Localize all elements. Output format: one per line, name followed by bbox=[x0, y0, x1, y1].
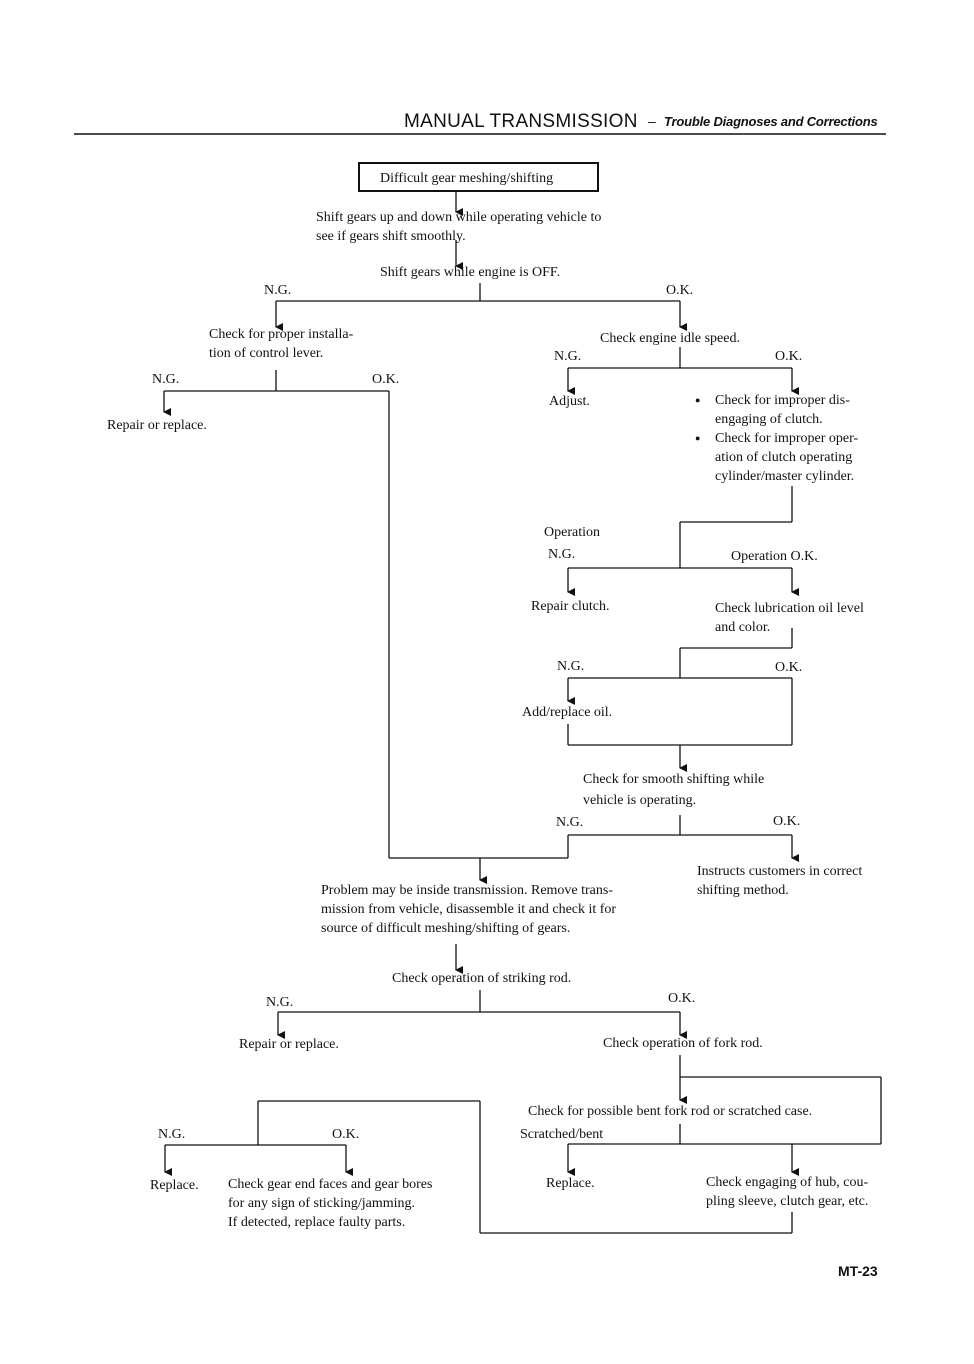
idle-speed-ng: N.G. bbox=[554, 349, 582, 364]
step-instruct-line2: shifting method. bbox=[697, 883, 789, 898]
striking-rod-ok: O.K. bbox=[668, 991, 696, 1006]
step-clutch-disengage-line1: Check for improper dis- bbox=[695, 391, 850, 410]
step-engaging-line2: pling sleeve, clutch gear, etc. bbox=[706, 1194, 869, 1209]
engine-off-ok: O.K. bbox=[666, 283, 694, 298]
bent-fork-scratched: Scratched/bent bbox=[520, 1127, 604, 1142]
step-problem-line3: source of difficult meshing/shifting of … bbox=[321, 921, 571, 936]
clutch-operation-ng: N.G. bbox=[548, 547, 576, 562]
step-clutch-operation-line2: ation of clutch operating bbox=[715, 450, 853, 465]
step-lube-line1: Check lubrication oil level bbox=[715, 601, 864, 616]
step-replace-left: Replace. bbox=[150, 1178, 199, 1193]
step-instruct-line1: Instructs customers in correct bbox=[697, 864, 863, 879]
step-gear-end-line2: for any sign of sticking/jamming. bbox=[228, 1196, 416, 1211]
smooth-shifting-ng: N.G. bbox=[556, 815, 584, 830]
step-repair-or-replace-1: Repair or replace. bbox=[107, 418, 207, 433]
striking-rod-ng: N.G. bbox=[266, 995, 294, 1010]
step-problem-line1: Problem may be inside transmission. Remo… bbox=[321, 883, 614, 898]
gear-check-ok: O.K. bbox=[332, 1127, 360, 1142]
idle-speed-ok: O.K. bbox=[775, 349, 803, 364]
step-repair-clutch: Repair clutch. bbox=[531, 599, 610, 614]
step-engaging-line1: Check engaging of hub, cou- bbox=[706, 1175, 869, 1190]
step-control-lever-line2: tion of control lever. bbox=[209, 346, 324, 361]
step-clutch-operation-line3: cylinder/master cylinder. bbox=[715, 469, 855, 484]
step-gear-end-line3: If detected, replace faulty parts. bbox=[228, 1215, 406, 1230]
lube-ok: O.K. bbox=[775, 660, 803, 675]
step-striking-rod: Check operation of striking rod. bbox=[392, 971, 572, 986]
step-fork-rod: Check operation of fork rod. bbox=[603, 1036, 763, 1051]
gear-check-ng: N.G. bbox=[158, 1127, 186, 1142]
step-engine-off: Shift gears while engine is OFF. bbox=[380, 265, 561, 280]
engine-off-ng: N.G. bbox=[264, 283, 292, 298]
page-number: MT-23 bbox=[838, 1263, 878, 1279]
section-subtitle: Trouble Diagnoses and Corrections bbox=[664, 114, 878, 129]
step-replace-right: Replace. bbox=[546, 1176, 595, 1191]
step-smooth-shifting-line1: Check for smooth shifting while bbox=[583, 772, 765, 787]
step-gear-end-line1: Check gear end faces and gear bores bbox=[228, 1177, 433, 1192]
step-clutch-disengage-line2: engaging of clutch. bbox=[715, 412, 823, 427]
lube-ng: N.G. bbox=[557, 659, 585, 674]
start-box-label: Difficult gear meshing/shifting bbox=[380, 171, 554, 186]
clutch-operation-label: Operation bbox=[544, 525, 600, 540]
title-dash: – bbox=[648, 113, 656, 129]
step-adjust: Adjust. bbox=[549, 394, 590, 409]
step-idle-speed: Check engine idle speed. bbox=[600, 331, 740, 346]
control-lever-ok: O.K. bbox=[372, 372, 400, 387]
step-shift-up-down-line1: Shift gears up and down while operating … bbox=[316, 210, 602, 225]
step-clutch-operation-line1: Check for improper oper- bbox=[695, 429, 858, 448]
step-bent-fork: Check for possible bent fork rod or scra… bbox=[528, 1104, 813, 1119]
step-control-lever-line1: Check for proper installa- bbox=[209, 327, 354, 342]
start-box bbox=[358, 162, 599, 192]
section-title: MANUAL TRANSMISSION bbox=[404, 111, 638, 132]
step-problem-line2: mission from vehicle, disassemble it and… bbox=[321, 902, 617, 917]
step-add-oil: Add/replace oil. bbox=[522, 705, 613, 720]
step-smooth-shifting-line2: vehicle is operating. bbox=[583, 793, 697, 808]
control-lever-ng: N.G. bbox=[152, 372, 180, 387]
smooth-shifting-ok: O.K. bbox=[773, 814, 801, 829]
step-repair-or-replace-2: Repair or replace. bbox=[239, 1037, 339, 1052]
step-lube-line2: and color. bbox=[715, 620, 771, 635]
step-shift-up-down-line2: see if gears shift smoothly. bbox=[316, 229, 466, 244]
clutch-operation-ok: Operation O.K. bbox=[731, 549, 818, 564]
